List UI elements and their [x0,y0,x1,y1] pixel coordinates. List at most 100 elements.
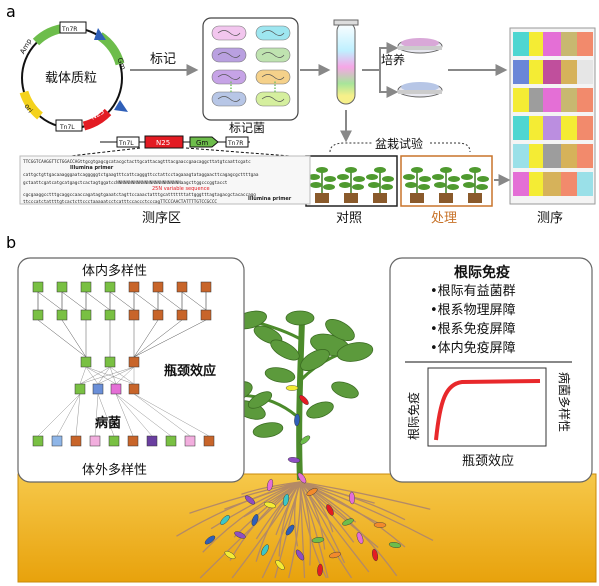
root-strand [299,481,434,541]
test-tube [333,19,359,105]
leaf [353,176,365,182]
pot-bracket-right [430,142,471,153]
pathogen-node [203,435,215,447]
construct-gm: Gm [196,139,208,147]
leaf [310,182,322,188]
edge [115,393,134,437]
culture-label: 培养 [381,52,405,67]
edge [115,366,135,385]
edge [61,291,87,311]
seq-line-1: TTCGGTCAAGGTTCTGGACCAGttgcgtgagcgcatacgc… [23,159,251,165]
edge [85,366,135,385]
soil-bacterium [328,551,342,559]
soil-bacterium [294,413,300,427]
diversity-node [176,281,188,293]
diversity-node [128,281,140,293]
seq-bar [577,32,593,56]
soil-bacterium [287,457,301,463]
plasmid-squiggle [261,30,285,36]
illumina-primer-2: Illumina primer [248,196,292,202]
pathogen-label: 病菌 [95,415,121,431]
panel-b-label: b [6,233,16,252]
plasmid-squiggle [261,52,285,58]
soil-bacterium [299,395,309,405]
edge [85,291,111,311]
root-strand [202,481,301,553]
pot-test-label: 盆栽试验 [375,136,423,151]
variable-seq: 25N variable sequence [152,186,210,192]
gene-gm: Gm [116,57,128,71]
seq-bar [561,144,577,168]
diversity-node [80,309,92,321]
illumina-primer-1: Illumina primer [70,165,114,171]
leaf [308,174,320,180]
seq-bar [561,88,577,112]
seq-bar [543,88,561,112]
bacterium-cell [211,25,247,41]
gene-ori: ori [22,102,34,114]
seq-bar [561,172,577,196]
leaf [461,174,473,180]
petri-dish-1 [397,38,443,54]
immunity-item-4: •体内免疫屏障 [430,340,516,356]
leaf [405,182,417,188]
edge [85,366,117,385]
plasmid-diagram: 载体质粒 Amp Tn7R Gm ori Tn7L N25 [19,21,128,132]
pathogen-node [184,435,196,447]
seq-bar [577,88,593,112]
edge [133,393,191,437]
edge [133,319,183,358]
pathogen-node [127,435,139,447]
leaf [345,167,357,173]
labeled-bacteria-box: 标记菌 [202,17,299,135]
leaf [463,182,475,188]
edge [133,319,159,358]
root-strand [299,481,431,510]
soil-bacterium [282,493,290,507]
leaf [477,176,489,182]
bottleneck-node [128,383,140,395]
seq-bar [543,116,561,140]
leaf [476,184,488,190]
bottleneck-node [74,383,86,395]
soil-bacterium [317,563,323,577]
seq-bar [543,60,561,84]
soil-bacterium [275,560,285,570]
pathogen-node [70,435,82,447]
pot [344,193,358,203]
seq-bar [561,32,577,56]
soil-bacterium [204,535,216,545]
sequence-region: TTCGGTCAAGGTTCTGGACCAGttgcgtgagcgcatacgc… [19,155,311,205]
pathogen-node [51,435,63,447]
leaf [368,182,380,188]
pot [439,193,453,203]
petri-dish-2 [397,82,443,98]
bacterium-cell [211,69,247,85]
leaf [352,184,364,190]
plant-leaf [336,342,374,362]
leaf [448,176,460,182]
soil-bacterium [251,514,259,526]
soil-bacterium [261,544,269,556]
seq-region-label: 测序区 [142,211,181,226]
diversity-node [104,309,116,321]
plant-leaf [247,391,273,409]
plasmid-squiggle [217,74,241,80]
graph-xlabel: 瓶颈效应 [462,453,514,469]
soil-bacterium [311,537,325,543]
pathogen-node [146,435,158,447]
root-strand [189,481,301,514]
seq-line-3: gctaattcgatcatgcatgagctcactagtggatccNNNN… [23,180,228,186]
graph-right-label: 病菌多样性 [557,372,572,432]
edge [79,366,135,385]
in-vivo-diversity: 体内多样性 [82,263,147,279]
bottleneck-box: 体内多样性 瓶颈效应 病菌 体外多样性 [17,257,245,483]
edge [61,319,87,358]
root-strand [294,481,301,547]
seq-label: 测序 [537,211,563,226]
edge [133,291,159,311]
leaf [418,184,430,190]
seq-bar [529,144,543,168]
leaf [316,167,328,173]
seq-bar [577,144,593,168]
